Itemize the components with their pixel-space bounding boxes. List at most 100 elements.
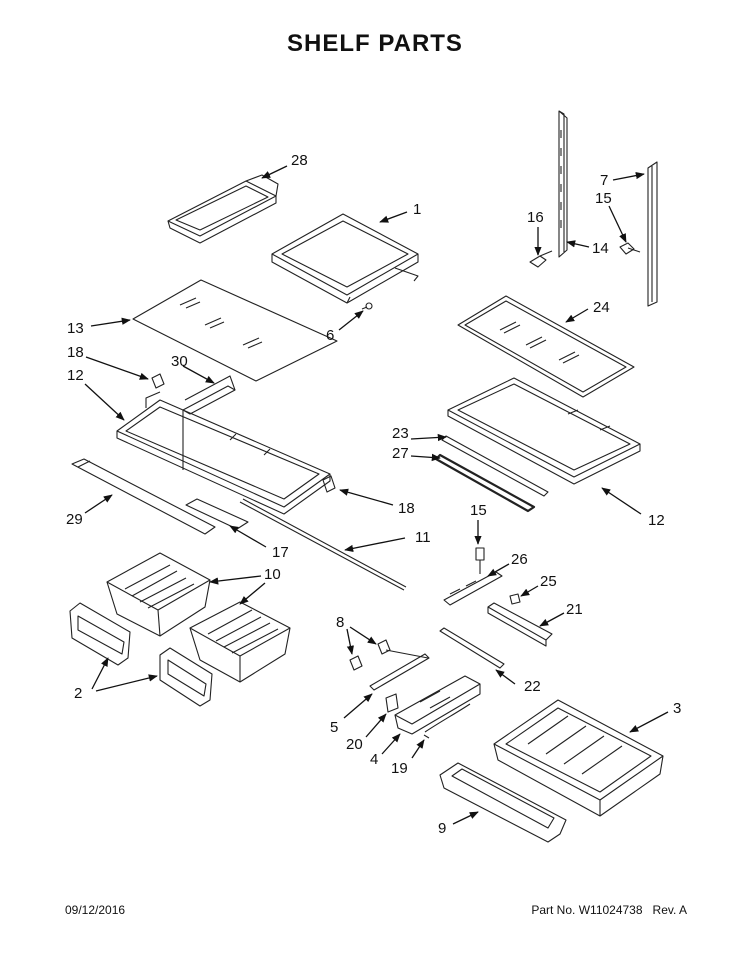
part-9-trim-panel bbox=[439, 762, 567, 843]
part-21-rail bbox=[487, 602, 553, 647]
callout-13: 13 bbox=[67, 320, 84, 337]
callout-9: 9 bbox=[438, 820, 446, 837]
callout-15-lower: 15 bbox=[470, 502, 487, 519]
callout-15-upper: 15 bbox=[595, 190, 612, 207]
part-10-crisper-bin-lower bbox=[189, 601, 291, 683]
part-22-slide bbox=[439, 627, 505, 669]
part-13-glass-shelf bbox=[132, 279, 338, 382]
part-12-shelf-frame-left bbox=[116, 391, 331, 515]
callout-2: 2 bbox=[74, 685, 82, 702]
leader-4 bbox=[381, 733, 401, 755]
footer-part-number: Part No. W11024738 Rev. A bbox=[531, 903, 687, 917]
part-20-clip bbox=[385, 693, 399, 713]
page-title: SHELF PARTS bbox=[287, 30, 463, 57]
part-12-shelf-frame-right bbox=[447, 377, 641, 485]
part-15-screw-lower bbox=[475, 547, 485, 574]
callout-27: 27 bbox=[392, 445, 409, 462]
leader-29 bbox=[84, 494, 113, 514]
leader-3 bbox=[629, 711, 669, 733]
leader-9 bbox=[452, 811, 479, 825]
leader-21 bbox=[539, 612, 565, 627]
part-14-rail bbox=[558, 110, 568, 258]
callout-21: 21 bbox=[566, 601, 583, 618]
leader-12-left bbox=[84, 383, 125, 421]
callout-17: 17 bbox=[272, 544, 289, 561]
callout-12-left: 12 bbox=[67, 367, 84, 384]
leader-17 bbox=[229, 525, 267, 548]
part-3-tray bbox=[493, 699, 664, 817]
leader-11 bbox=[344, 537, 406, 552]
leader-30 bbox=[182, 365, 215, 384]
part-7-rail bbox=[647, 161, 658, 307]
callout-24: 24 bbox=[593, 299, 610, 316]
leader-15-upper bbox=[608, 205, 627, 243]
part-1-shelf-frame bbox=[271, 213, 419, 304]
leader-14 bbox=[566, 240, 590, 248]
callout-1: 1 bbox=[413, 201, 421, 218]
leader-26 bbox=[487, 563, 510, 577]
leader-8-b bbox=[349, 626, 377, 645]
leader-25 bbox=[520, 585, 539, 597]
callout-14: 14 bbox=[592, 240, 609, 257]
leader-18-upper bbox=[85, 356, 149, 380]
leader-1 bbox=[379, 211, 408, 223]
leader-8-a bbox=[346, 628, 354, 655]
part-4-support bbox=[394, 675, 481, 735]
leader-28 bbox=[261, 165, 288, 179]
callout-26: 26 bbox=[511, 551, 528, 568]
part-2-bin-front-left bbox=[69, 602, 131, 666]
leader-7 bbox=[612, 171, 645, 181]
callout-6: 6 bbox=[326, 327, 334, 344]
part-17-slide bbox=[185, 498, 249, 530]
leader-2-b bbox=[95, 674, 158, 692]
callout-18-lower: 18 bbox=[398, 500, 415, 517]
leader-23 bbox=[410, 433, 447, 442]
callout-3: 3 bbox=[673, 700, 681, 717]
part-16-screw bbox=[529, 250, 553, 268]
part-11-rod bbox=[239, 498, 407, 591]
leader-24 bbox=[565, 308, 589, 323]
leader-18-lower bbox=[339, 488, 394, 506]
callout-25: 25 bbox=[540, 573, 557, 590]
leader-13 bbox=[90, 317, 131, 327]
part-30-bracket bbox=[182, 375, 236, 470]
callout-12-right: 12 bbox=[648, 512, 665, 529]
part-24-glass-shelf bbox=[457, 295, 635, 398]
callout-11: 11 bbox=[415, 529, 431, 546]
footer-date: 09/12/2016 bbox=[65, 903, 126, 917]
callout-7: 7 bbox=[600, 172, 608, 189]
leader-12-right bbox=[601, 487, 642, 515]
leader-19 bbox=[411, 739, 425, 759]
part-number: W11024738 bbox=[578, 903, 643, 917]
leader-10-a bbox=[209, 575, 262, 585]
part-18-clip-lower bbox=[322, 475, 336, 493]
part-10-crisper-bin-upper bbox=[106, 552, 211, 637]
part-25-clip bbox=[509, 593, 521, 605]
leader-5 bbox=[343, 693, 373, 719]
callout-19: 19 bbox=[391, 760, 408, 777]
callout-29: 29 bbox=[66, 511, 83, 528]
part-28-upper-bin bbox=[167, 174, 279, 244]
callout-10: 10 bbox=[264, 566, 281, 583]
leader-10-b bbox=[239, 582, 266, 605]
part-29-trim bbox=[71, 458, 216, 535]
leader-6 bbox=[338, 310, 364, 331]
part-26-bracket bbox=[443, 571, 503, 606]
part-15-screw-upper bbox=[619, 242, 641, 255]
part-5-slide bbox=[369, 653, 430, 691]
part-number-label: Part No. bbox=[531, 903, 576, 917]
callout-18-upper: 18 bbox=[67, 344, 84, 361]
part-19-wire bbox=[423, 703, 471, 739]
callout-30: 30 bbox=[171, 353, 188, 370]
revision: Rev. A bbox=[652, 903, 687, 917]
leader-2-a bbox=[91, 657, 109, 690]
callout-23: 23 bbox=[392, 425, 409, 442]
callout-22: 22 bbox=[524, 678, 541, 695]
callout-16: 16 bbox=[527, 209, 544, 226]
callout-5: 5 bbox=[330, 719, 338, 736]
callout-8: 8 bbox=[336, 614, 344, 631]
part-2-bin-front-right bbox=[159, 647, 213, 707]
part-6-screw bbox=[361, 302, 373, 310]
callout-20: 20 bbox=[346, 736, 363, 753]
